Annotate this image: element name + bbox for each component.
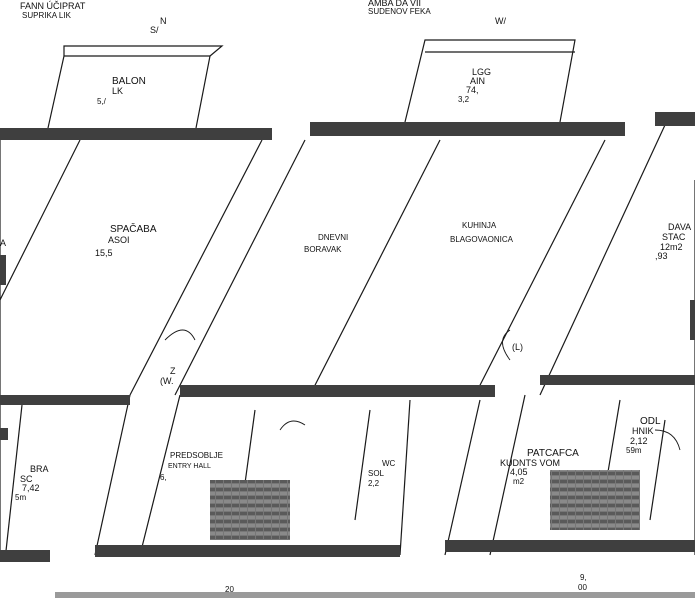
balcony-name: BALON bbox=[112, 76, 146, 87]
door-swings bbox=[164, 329, 681, 451]
wc-name: WC bbox=[382, 459, 396, 468]
bottom-right-label2: 00 bbox=[578, 583, 587, 592]
left-edge-name: A bbox=[0, 238, 6, 248]
bedroom2-val: ,93 bbox=[655, 251, 668, 261]
loggia-area: 74, bbox=[466, 85, 479, 95]
top-left-code2: S/ bbox=[150, 25, 159, 35]
small-room-name: BRA bbox=[30, 464, 49, 474]
bath-sub: KUDNTS VOM bbox=[500, 458, 560, 468]
top-left-code: N bbox=[160, 16, 167, 26]
storage-sub: HNIK bbox=[632, 426, 654, 436]
living-sub: BORAVAK bbox=[304, 245, 342, 254]
bottom-left-label: 20 bbox=[225, 585, 234, 594]
small-room-area: 7,42 bbox=[22, 483, 40, 493]
bathroom-tiles bbox=[210, 470, 640, 540]
dining-name: BLAGOVAONICA bbox=[450, 235, 514, 244]
bath-area: 4,05 bbox=[510, 467, 528, 477]
loggia-name: LGG bbox=[472, 67, 491, 77]
corridor-name: Z bbox=[170, 366, 176, 376]
top-center-code: W/ bbox=[495, 16, 506, 26]
wc-sub: SOL bbox=[368, 469, 385, 478]
balcony-sub: LK bbox=[112, 86, 123, 96]
bedroom2-area: 12m2 bbox=[660, 242, 683, 252]
bath-val: m2 bbox=[513, 477, 525, 486]
small-room-val: 5m bbox=[15, 493, 26, 502]
top-left-line1: FANN ÚČIPRAT bbox=[20, 1, 86, 11]
storage-val: 59m bbox=[626, 446, 642, 455]
wall-lines bbox=[0, 39, 695, 561]
living-name: DNEVNI bbox=[318, 233, 348, 242]
top-center-line1: AMBA DA VII bbox=[368, 0, 421, 8]
bath-name: PATCAFCA bbox=[527, 448, 579, 459]
loggia-val: 3,2 bbox=[458, 95, 470, 104]
bottom-right-label: 9, bbox=[580, 573, 587, 582]
bedroom1-name: SPAČABA bbox=[110, 222, 157, 235]
hall-sub: ENTRY HALL bbox=[168, 463, 211, 470]
corridor-area: (L) bbox=[512, 342, 523, 352]
loggia-sub: AIN bbox=[470, 76, 485, 86]
storage-area: 2,12 bbox=[630, 436, 648, 446]
thick-walls bbox=[0, 112, 695, 598]
wc-area: 2,2 bbox=[368, 479, 380, 488]
bedroom1-area: 15,5 bbox=[95, 248, 113, 258]
bedroom2-sub: STAC bbox=[662, 232, 686, 242]
bedroom1-sub: ASOI bbox=[108, 235, 130, 245]
hall-name: PREDSOBLJE bbox=[170, 451, 223, 460]
balcony-area: 5,/ bbox=[97, 97, 107, 106]
kitchen-name: KUHINJA bbox=[462, 221, 497, 230]
small-room-sub: SC bbox=[20, 474, 33, 484]
top-left-line2: SUPRIKA LIK bbox=[22, 11, 72, 20]
bedroom2-name: DAVA bbox=[668, 222, 691, 232]
top-center-line2: SUDENOV FEKA bbox=[368, 7, 431, 16]
storage-name: ODL bbox=[640, 416, 661, 427]
corridor-sub: (W. bbox=[160, 376, 174, 386]
hall-area: 6, bbox=[160, 473, 167, 482]
